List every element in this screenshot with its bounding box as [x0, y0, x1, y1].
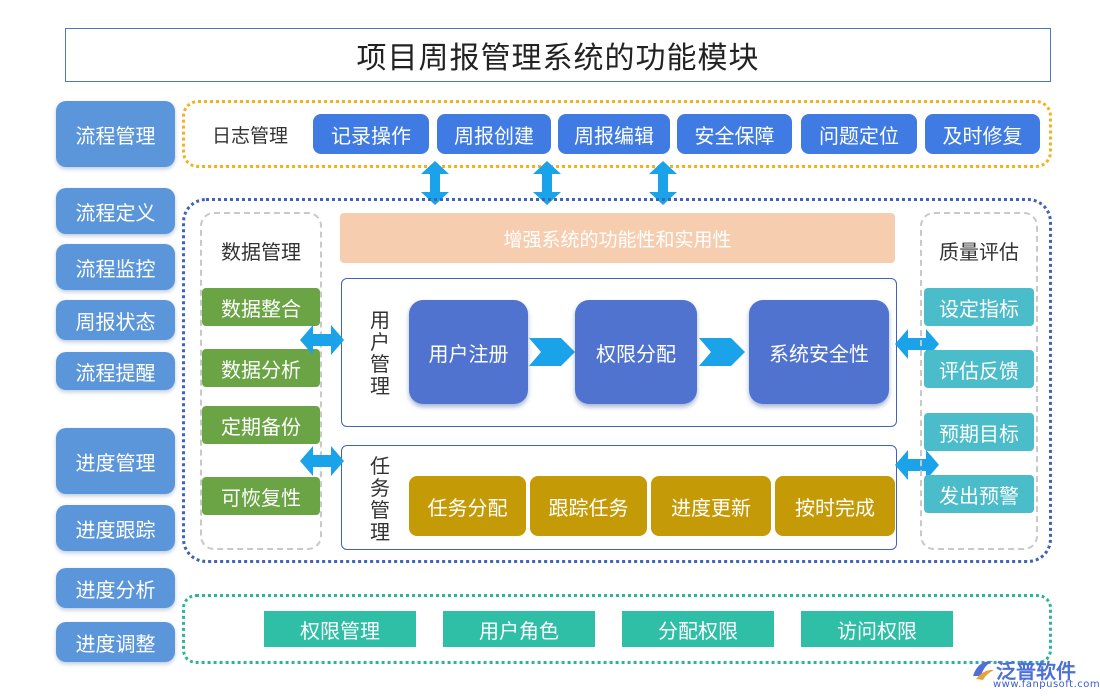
- task-item-progress-update[interactable]: 进度更新: [651, 476, 771, 536]
- sidebar-item-progress-analysis[interactable]: 进度分析: [56, 568, 175, 608]
- quality-item-expected-goal[interactable]: 预期目标: [924, 413, 1034, 451]
- company-logo-url: www.fanpusoft.com: [993, 679, 1100, 690]
- perm-item-assign[interactable]: 分配权限: [622, 611, 774, 647]
- data-management-column: [200, 212, 322, 550]
- goal-banner: 增强系统的功能性和实用性: [340, 213, 895, 263]
- user-step-system-security[interactable]: 系统安全性: [749, 300, 889, 404]
- data-management-title: 数据管理: [221, 239, 301, 264]
- sidebar-item-progress-tracking[interactable]: 进度跟踪: [56, 505, 175, 551]
- double-arrow-horizontal-icon: [300, 446, 344, 476]
- data-item-backup[interactable]: 定期备份: [202, 406, 320, 444]
- perm-item-user-role[interactable]: 用户角色: [443, 611, 595, 647]
- sidebar-item-report-status[interactable]: 周报状态: [56, 300, 175, 340]
- log-item-report-create[interactable]: 周报创建: [437, 114, 551, 154]
- log-management-label: 日志管理: [211, 124, 288, 147]
- log-management-frame: [182, 100, 1052, 168]
- sidebar-item-process-management[interactable]: 流程管理: [56, 101, 175, 167]
- quality-item-warning[interactable]: 发出预警: [924, 475, 1034, 513]
- sidebar-item-process-reminder[interactable]: 流程提醒: [56, 352, 175, 390]
- quality-item-set-indicators[interactable]: 设定指标: [924, 288, 1034, 326]
- log-item-record-operation[interactable]: 记录操作: [313, 114, 429, 154]
- log-item-issue-locate[interactable]: 问题定位: [801, 114, 917, 154]
- data-item-recoverability[interactable]: 可恢复性: [202, 477, 320, 515]
- log-item-report-edit[interactable]: 周报编辑: [558, 114, 670, 154]
- company-logo-name: 泛普软件: [996, 659, 1076, 683]
- perm-item-management[interactable]: 权限管理: [264, 611, 416, 647]
- double-arrow-vertical-icon: [649, 161, 677, 205]
- data-item-analysis[interactable]: 数据分析: [202, 349, 320, 387]
- quality-assessment-title: 质量评估: [939, 239, 1019, 264]
- chevron-right-icon: [529, 338, 575, 366]
- double-arrow-vertical-icon: [533, 161, 561, 205]
- double-arrow-horizontal-icon: [300, 325, 344, 355]
- sidebar-item-progress-management[interactable]: 进度管理: [56, 428, 175, 494]
- main-module-frame: [182, 198, 1052, 563]
- company-logo-icon: [973, 660, 994, 680]
- perm-item-access[interactable]: 访问权限: [801, 611, 953, 647]
- permissions-frame: [182, 594, 1052, 664]
- sidebar-item-process-monitoring[interactable]: 流程监控: [56, 244, 175, 290]
- data-item-integration[interactable]: 数据整合: [202, 288, 320, 326]
- task-item-complete-on-time[interactable]: 按时完成: [775, 476, 895, 536]
- quality-item-feedback[interactable]: 评估反馈: [924, 350, 1034, 388]
- task-management-label: 任 务 管 理: [370, 454, 390, 544]
- sidebar-item-progress-adjustment[interactable]: 进度调整: [56, 622, 175, 662]
- task-item-track[interactable]: 跟踪任务: [530, 476, 647, 536]
- user-management-label: 用 户 管 理: [370, 308, 390, 398]
- page-title: 项目周报管理系统的功能模块: [65, 28, 1051, 82]
- quality-assessment-column: [920, 212, 1038, 550]
- chevron-right-icon: [699, 338, 745, 366]
- log-item-security[interactable]: 安全保障: [677, 114, 792, 154]
- sidebar-item-process-definition[interactable]: 流程定义: [56, 188, 175, 234]
- user-step-permission-assign[interactable]: 权限分配: [575, 300, 697, 404]
- double-arrow-vertical-icon: [421, 161, 449, 205]
- log-item-timely-fix[interactable]: 及时修复: [925, 114, 1040, 154]
- task-item-assign[interactable]: 任务分配: [409, 476, 526, 536]
- user-step-registration[interactable]: 用户注册: [409, 300, 528, 404]
- double-arrow-horizontal-icon: [895, 450, 939, 480]
